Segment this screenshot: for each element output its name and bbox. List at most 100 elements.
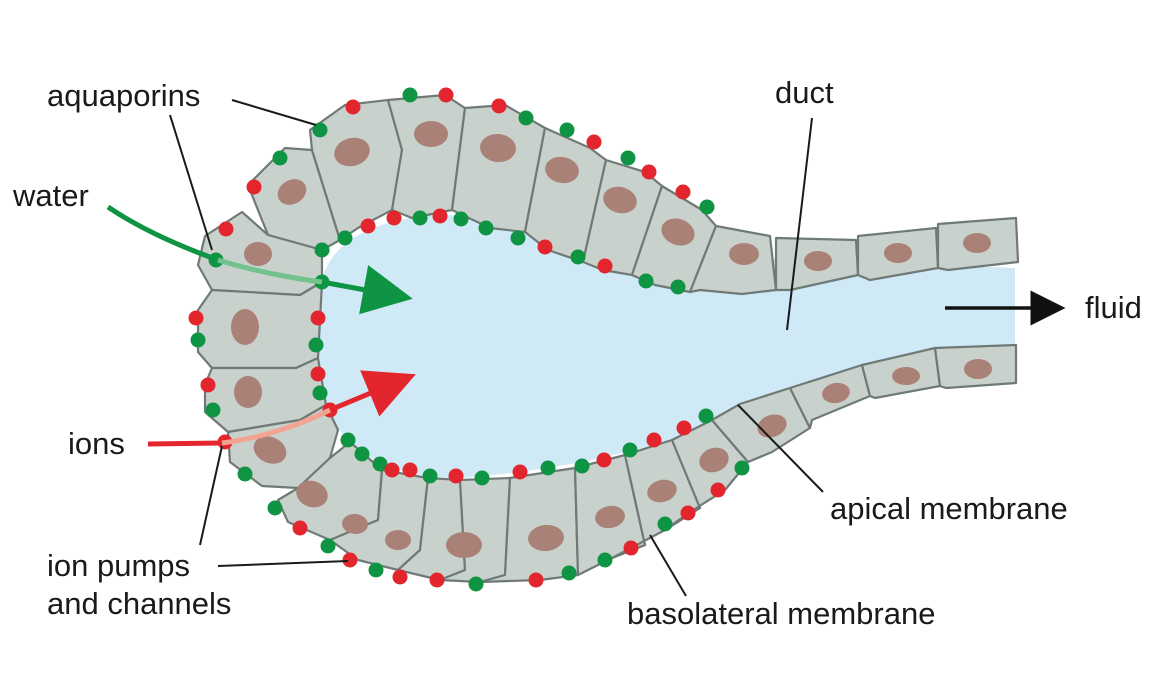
ion-pump-dot <box>675 184 691 200</box>
label-ions: ions <box>68 426 125 461</box>
label-aquaporins: aquaporins <box>47 78 200 113</box>
nucleus <box>480 133 516 163</box>
ion-pump-dot <box>345 99 361 115</box>
aquaporin-dot <box>272 150 288 166</box>
nucleus <box>892 367 920 385</box>
aquaporin-dot <box>237 466 253 482</box>
lumen <box>318 215 1015 478</box>
aquaporin-dot <box>570 249 586 265</box>
membrane-proteins <box>188 87 750 592</box>
aquaporin-dot <box>354 446 370 462</box>
ion-pump-dot <box>386 210 402 226</box>
leader-lines <box>169 99 824 597</box>
aquaporin-dot <box>670 279 686 295</box>
nucleus <box>342 513 368 535</box>
nucleus <box>804 251 832 271</box>
aquaporin-dot <box>734 460 750 476</box>
apical-membrane-leader <box>737 404 824 493</box>
label-and-channels: and channels <box>47 586 231 621</box>
label-water: water <box>12 178 89 213</box>
aquaporin-dot <box>620 150 636 166</box>
aquaporin-dot <box>540 460 556 476</box>
ion-pump-dot <box>438 87 454 103</box>
aquaporin-dot <box>267 500 283 516</box>
aquaporin-dot <box>574 458 590 474</box>
ion-pump-dot <box>586 134 602 150</box>
nucleus <box>334 137 370 167</box>
aquaporin-dot <box>402 87 418 103</box>
ion-pump-dot <box>218 221 234 237</box>
aquaporin-dot <box>622 442 638 458</box>
aquaporin-dot <box>312 385 328 401</box>
ion-pump-dot <box>597 258 613 274</box>
epithelial-cell <box>196 280 324 370</box>
ion-pump-dot <box>596 452 612 468</box>
ion-pump-dot <box>448 468 464 484</box>
label-apical-membrane: apical membrane <box>830 491 1068 526</box>
nucleus <box>647 479 677 503</box>
ion-pump-dot <box>528 572 544 588</box>
label-ion-pumps: ion pumps <box>47 548 190 583</box>
ion-pump-dot <box>384 462 400 478</box>
ion-pump-dot <box>310 310 326 326</box>
aquaporin-dot <box>314 242 330 258</box>
ion-pump-dot <box>646 432 662 448</box>
nucleus <box>884 243 912 263</box>
aquaporin-dot <box>190 332 206 348</box>
ion-pump-dot <box>292 520 308 536</box>
ion-pumps-leader <box>199 445 223 546</box>
ion-pump-dot <box>402 462 418 478</box>
nucleus <box>446 532 482 558</box>
nucleus <box>277 179 307 205</box>
nucleus <box>528 524 564 552</box>
aquaporin-dot <box>340 432 356 448</box>
ion-pump-dot <box>392 569 408 585</box>
aquaporin-dot <box>559 122 575 138</box>
label-duct: duct <box>775 75 834 110</box>
aquaporin-dot <box>518 110 534 126</box>
water-arrow <box>106 204 413 315</box>
ion-pump-dot <box>491 98 507 114</box>
ion-pump-dot <box>246 179 262 195</box>
ion-pump-dot <box>623 540 639 556</box>
aquaporin-dot <box>412 210 428 226</box>
ion-pump-dot <box>429 572 445 588</box>
aquaporin-dot <box>698 408 714 424</box>
nucleus <box>603 186 637 214</box>
nucleus <box>729 243 759 265</box>
nucleus <box>661 218 695 246</box>
nucleus <box>699 447 729 473</box>
ion-pump-dot <box>641 164 657 180</box>
aquaporins-leader <box>231 99 317 126</box>
nucleus <box>595 505 625 529</box>
ions-arrow <box>147 370 416 447</box>
duct-leader <box>786 117 813 331</box>
nucleus <box>964 359 992 379</box>
aquaporin-dot <box>474 470 490 486</box>
aquaporin-dot <box>337 230 353 246</box>
aquaporin-dot <box>638 273 654 289</box>
nucleus <box>231 309 259 345</box>
aquaporin-dot <box>561 565 577 581</box>
basolateral-membrane-leader <box>649 534 687 597</box>
nucleus <box>963 233 991 253</box>
ion-pump-dot <box>710 482 726 498</box>
aquaporin-dot <box>372 456 388 472</box>
ion-pump-dot <box>512 464 528 480</box>
ion-pump-dot <box>360 218 376 234</box>
aquaporin-dot <box>657 516 673 532</box>
nucleus <box>244 242 272 266</box>
aquaporin-dot <box>699 199 715 215</box>
nucleus <box>234 376 262 408</box>
aquaporin-dot <box>422 468 438 484</box>
ion-pump-dot <box>342 552 358 568</box>
aquaporin-dot <box>453 211 469 227</box>
ion-pump-dot <box>432 208 448 224</box>
nucleus <box>822 382 850 404</box>
aquaporin-dot <box>320 538 336 554</box>
aquaporin-dot <box>510 230 526 246</box>
nucleus <box>545 156 579 184</box>
aquaporin-dot <box>308 337 324 353</box>
label-fluid: fluid <box>1085 290 1142 325</box>
